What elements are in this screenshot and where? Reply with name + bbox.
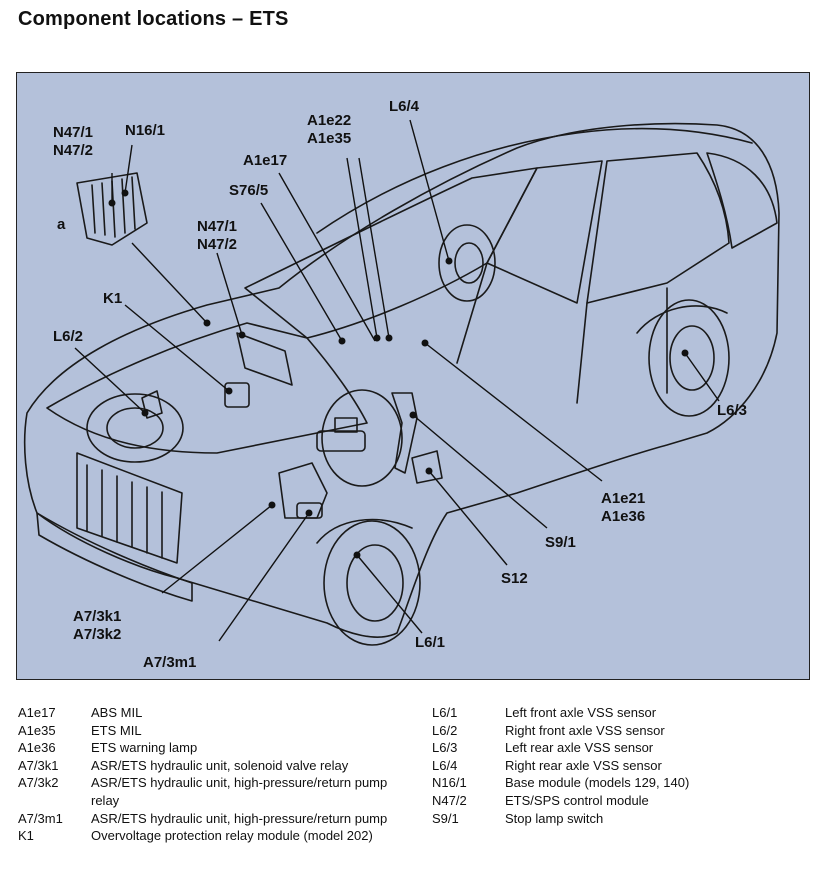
callout-n47-1-top: N47/1 (53, 124, 93, 141)
legend-desc: Left front axle VSS sensor (505, 705, 657, 720)
callout-a1e22: A1e22 (307, 112, 351, 129)
legend-item: N16/1 Base module (models 129, 140) (432, 774, 812, 792)
hood-line (46, 322, 368, 454)
legend-code: K1 (18, 828, 34, 844)
legend-desc: ETS warning lamp (91, 740, 198, 756)
callout-n47-1-mid: N47/1 (197, 218, 237, 235)
roof-line (316, 127, 753, 234)
callout-a1e17: A1e17 (243, 152, 287, 169)
legend-code: L6/2 (432, 722, 458, 738)
callout-a1e21: A1e21 (601, 490, 645, 507)
legend-item: L6/3 Left rear axle VSS sensor (432, 739, 812, 757)
page-title: Component locations – ETS (18, 8, 289, 30)
legend-item: L6/2 Right front axle VSS sensor (432, 722, 812, 740)
legend-item: A1e36 ETS warning lamp (18, 739, 418, 757)
legend-code: A7/3m1 (18, 810, 63, 826)
callout-a1e35: A1e35 (307, 130, 351, 147)
legend-code: L6/1 (432, 705, 458, 720)
callout-a7-3m1: A7/3m1 (143, 654, 196, 671)
s12-switch (411, 450, 443, 484)
callout-s12: S12 (501, 570, 528, 587)
hydraulic-unit (278, 462, 328, 519)
legend-desc: ETS/SPS control module (505, 792, 649, 808)
callout-a: a (57, 216, 66, 233)
legend-desc: ASR/ETS hydraulic unit, solenoid valve r… (91, 757, 349, 773)
legend-item: S9/1 Stop lamp switch (432, 810, 812, 828)
legend-desc: Right rear axle VSS sensor (505, 757, 662, 773)
a-pillar-line (456, 262, 668, 404)
legend-desc: ASR/ETS hydraulic unit, high-pressure/re… (91, 810, 388, 826)
legend-code: A1e35 (18, 722, 56, 738)
legend-item: K1 Overvoltage protection relay module (… (18, 827, 418, 845)
legend-code: N47/2 (432, 792, 467, 808)
brake-booster (321, 389, 403, 487)
callout-a1e36: A1e36 (601, 508, 645, 525)
callout-a7-3k2: A7/3k2 (73, 626, 121, 643)
car-illustration: N47/1 N47/2 N16/1 a A1e22 A1e35 L6/4 A1e… (23, 98, 780, 671)
legend-desc: Stop lamp switch (505, 810, 604, 826)
callout-s9-1: S9/1 (545, 534, 576, 551)
grille (76, 452, 183, 564)
legend-code: A1e36 (18, 740, 56, 756)
legend-code: L6/4 (432, 757, 458, 773)
callout-l6-3: L6/3 (717, 402, 747, 419)
legend-desc: ETS MIL (91, 722, 142, 738)
car-body-outline (23, 122, 780, 638)
callout-n47-2-top: N47/2 (53, 142, 93, 159)
callout-n16-1: N16/1 (125, 122, 165, 139)
side-window-rear (586, 152, 730, 304)
legend-desc: Overvoltage protection relay module (mod… (91, 828, 373, 844)
legend-code: N16/1 (432, 775, 467, 791)
legend-desc: Base module (models 129, 140) (505, 775, 690, 791)
stop-lamp-bracket (391, 392, 418, 474)
legend-desc: ABS MIL (91, 705, 143, 720)
callout-s76-5: S76/5 (229, 182, 268, 199)
legend-item: A7/3m1 ASR/ETS hydraulic unit, high-pres… (18, 810, 418, 828)
ets-control-module (236, 332, 293, 386)
rear-left-wheel (648, 299, 730, 417)
callout-l6-2: L6/2 (53, 328, 83, 345)
legend-right-column: L6/1 Left front axle VSS sensor L6/2 Rig… (432, 704, 812, 827)
callout-n47-2-mid: N47/2 (197, 236, 237, 253)
legend-code: A7/3k1 (18, 757, 59, 773)
legend-item: N47/2 ETS/SPS control module (432, 792, 812, 810)
side-window-front (486, 160, 603, 304)
legend-desc: ASR/ETS hydraulic unit, high-pressure/re… (91, 775, 388, 808)
legend-code: A7/3k2 (18, 775, 59, 791)
callout-l6-1: L6/1 (415, 634, 445, 651)
k1-relay (224, 382, 250, 408)
legend-item: L6/4 Right rear axle VSS sensor (432, 757, 812, 775)
front-wheel (323, 520, 421, 646)
component-diagram: N47/1 N47/2 N16/1 a A1e22 A1e35 L6/4 A1e… (16, 72, 810, 680)
rear-window (706, 152, 778, 249)
legend-item: L6/1 Left front axle VSS sensor (432, 704, 812, 722)
callout-l6-4: L6/4 (389, 98, 420, 115)
legend-code: S9/1 (432, 810, 459, 826)
legend-code: A1e17 (18, 705, 56, 720)
legend-left-column: A1e17 ABS MIL A1e35 ETS MIL A1e36 ETS wa… (18, 704, 418, 845)
legend-item: A7/3k2 ASR/ETS hydraulic unit, high-pres… (18, 774, 418, 809)
legend-desc: Right front axle VSS sensor (505, 722, 665, 738)
headlight (86, 393, 184, 463)
windshield (244, 167, 538, 339)
callout-a7-3k1: A7/3k1 (73, 608, 121, 625)
legend-item: A1e17 ABS MIL (18, 704, 418, 722)
rear-right-wheel (438, 224, 496, 302)
legend-code: L6/3 (432, 740, 458, 756)
legend-item: A7/3k1 ASR/ETS hydraulic unit, solenoid … (18, 757, 418, 775)
callout-k1: K1 (103, 290, 122, 307)
legend-desc: Left rear axle VSS sensor (505, 740, 654, 756)
legend-item: A1e35 ETS MIL (18, 722, 418, 740)
